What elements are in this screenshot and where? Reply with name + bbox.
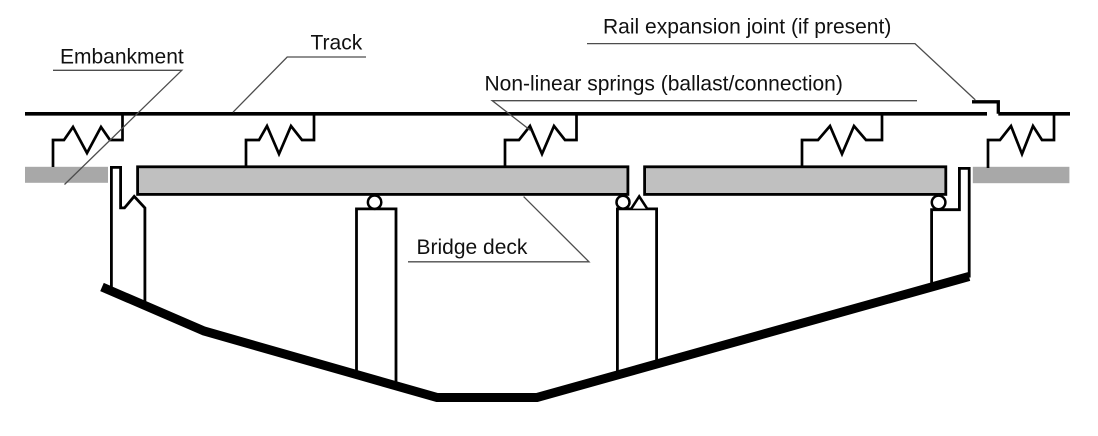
pin-bearing-pier-2 [630, 194, 649, 210]
roller-bearing-pier-2 [615, 194, 631, 210]
track-label: Track [311, 32, 363, 55]
nonlinear-spring-1-embankment-left [51, 115, 124, 167]
bridge-deck-segment-1 [136, 165, 630, 196]
pier-1 [355, 207, 398, 387]
embankment-label: Embankment [60, 46, 184, 69]
roller-bearing-right-abutment [930, 194, 947, 211]
embankment-leader-line [53, 69, 184, 185]
left-abutment-wall [110, 166, 122, 292]
left-abutment [110, 166, 147, 307]
bridge-deck-leader-line [408, 196, 591, 263]
nonlinear-spring-2-deck1 [244, 114, 316, 167]
left-abutment-bearing-seat [119, 194, 147, 307]
nonlinear-spring-4-deck2 [800, 114, 884, 167]
nonlinear-springs-label: Non-linear springs (ballast/connection) [485, 73, 843, 96]
embankment-bar-right [972, 166, 1070, 184]
rail-expansion-joint-step [972, 100, 1000, 114]
rail-expansion-joint-leader-line [587, 42, 976, 101]
embankment-bar-left [25, 166, 108, 183]
bridge-deck-label: Bridge deck [417, 236, 528, 259]
rail-expansion-joint-label: Rail expansion joint (if present) [603, 16, 891, 39]
right-abutment-wall [930, 167, 971, 287]
track-leader-line [232, 56, 366, 113]
right-abutment [930, 167, 971, 287]
bridge-deck-segment-2 [643, 165, 948, 196]
pier-1-body [355, 207, 398, 387]
nonlinear-spring-5-embankment-right [986, 115, 1056, 168]
nonlinear-springs-leader-line [490, 100, 917, 132]
nonlinear-spring-3-deck1 [503, 114, 578, 167]
pier-2-body [616, 207, 658, 374]
roller-bearing-pier-1 [366, 194, 383, 211]
pier-2 [616, 194, 658, 374]
ground-profile-line [100, 272, 971, 402]
